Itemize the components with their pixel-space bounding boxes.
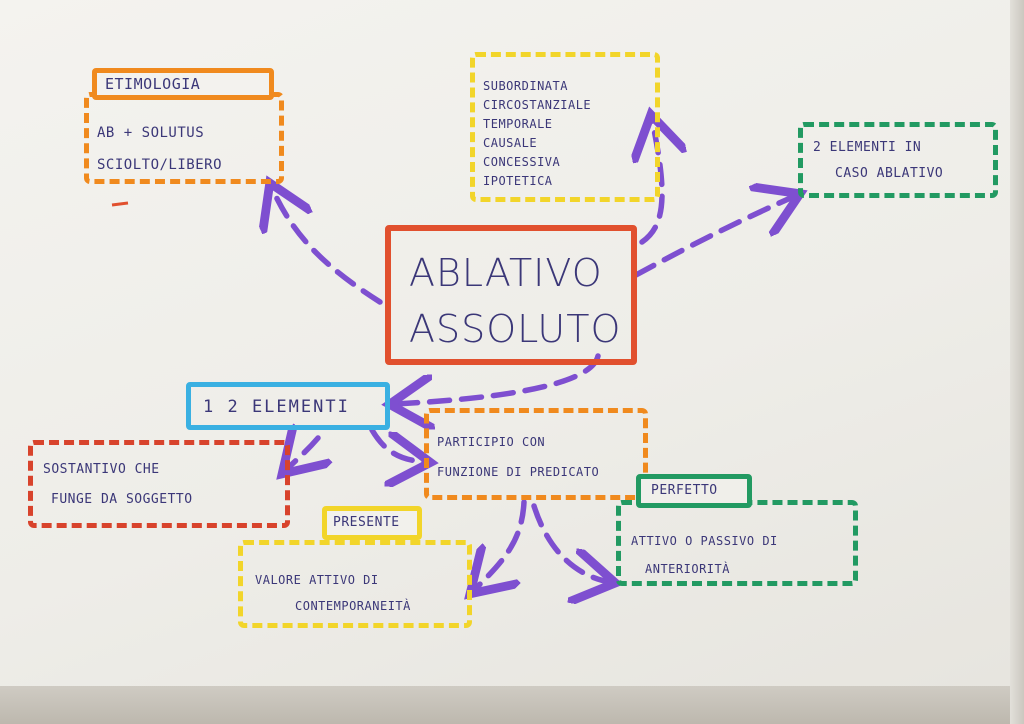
- perfetto-line-1: ATTIVO O PASSIVO DI: [631, 534, 778, 548]
- sostantivo-node: SOSTANTIVO CHE FUNGE DA SOGGETTO: [28, 440, 290, 528]
- table-surface: [0, 686, 1024, 724]
- arrow-to-caso-ablativo: [633, 196, 795, 278]
- presente-node: VALORE ATTIVO DI CONTEMPORANEITÀ: [238, 540, 472, 628]
- perfetto-title: PERFETTO: [636, 474, 752, 508]
- arrow-to-presente: [474, 499, 527, 590]
- etimologia-title: ETIMOLOGIA: [92, 68, 274, 100]
- due-elementi-node: 1 2 ELEMENTI: [186, 382, 390, 430]
- central-title-line-2: ASSOLUTO: [409, 307, 622, 351]
- perfetto-line-2: ANTERIORITÀ: [645, 562, 730, 576]
- sostantivo-line-1: SOSTANTIVO CHE: [43, 462, 160, 477]
- arrow-to-sostantivo: [286, 438, 318, 470]
- perfetto-title-text: PERFETTO: [651, 483, 718, 498]
- stray-mark: [111, 201, 129, 207]
- sostantivo-line-2: FUNGE DA SOGGETTO: [51, 492, 193, 507]
- arrow-to-due-elementi: [395, 353, 601, 404]
- subordinata-line-3: TEMPORALE: [483, 117, 553, 131]
- caso-ablativo-line-1: 2 ELEMENTI IN: [813, 140, 922, 155]
- subordinata-line-2: CIRCOSTANZIALE: [483, 98, 592, 112]
- subordinata-line-5: CONCESSIVA: [483, 155, 561, 169]
- presente-title: PRESENTE: [322, 506, 422, 540]
- subordinata-line-1: SUBORDINATA: [483, 79, 568, 93]
- presente-line-2: CONTEMPORANEITÀ: [295, 599, 411, 613]
- caso-ablativo-line-2: CASO ABLATIVO: [835, 166, 944, 181]
- etimologia-line-2: SCIOLTO/LIBERO: [97, 157, 223, 173]
- subordinata-line-6: IPOTETICA: [483, 174, 553, 188]
- paper-shadow: [1010, 0, 1024, 724]
- participio-line-1: PARTICIPIO CON: [437, 435, 546, 449]
- subordinata-line-4: CAUSALE: [483, 136, 538, 150]
- etimologia-node: AB + SOLUTUS SCIOLTO/LIBERO: [84, 92, 284, 184]
- participio-node: PARTICIPIO CON FUNZIONE DI PREDICATO: [424, 408, 648, 500]
- arrow-to-perfetto: [531, 503, 610, 582]
- participio-line-2: FUNZIONE DI PREDICATO: [437, 465, 600, 479]
- central-node: ABLATIVO ASSOLUTO: [385, 225, 637, 365]
- presente-title-text: PRESENTE: [333, 515, 400, 530]
- etimologia-line-1: AB + SOLUTUS: [97, 125, 205, 141]
- central-title-line-1: ABLATIVO: [409, 251, 603, 295]
- etimologia-title-text: ETIMOLOGIA: [105, 75, 201, 93]
- presente-line-1: VALORE ATTIVO DI: [255, 573, 379, 587]
- perfetto-node: ATTIVO O PASSIVO DI ANTERIORITÀ: [616, 500, 858, 586]
- due-elementi-label: 1 2 ELEMENTI: [203, 397, 350, 417]
- arrow-to-etimologia: [272, 188, 383, 305]
- subordinata-node: SUBORDINATA CIRCOSTANZIALE TEMPORALE CAU…: [470, 52, 660, 202]
- caso-ablativo-node: 2 ELEMENTI IN CASO ABLATIVO: [798, 122, 998, 198]
- arrow-to-participio: [369, 427, 425, 462]
